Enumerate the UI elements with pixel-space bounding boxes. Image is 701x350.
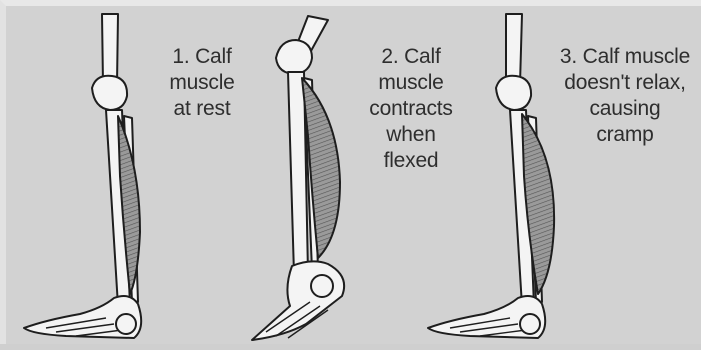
caption-calf-cramp: 3. Calf muscle doesn't relax, causing cr… xyxy=(542,44,701,148)
leg-3-femur xyxy=(506,14,522,84)
caption-calf-at-rest: 1. Calf muscle at rest xyxy=(146,44,258,122)
leg-1-knee xyxy=(92,76,127,110)
leg-2-contracted xyxy=(252,16,344,340)
caption-calf-contracts: 2. Calf muscle contracts when flexed xyxy=(348,44,474,174)
leg-2-knee xyxy=(276,40,312,74)
leg-2-foot xyxy=(252,261,344,340)
leg-1-femur xyxy=(102,14,118,84)
leg-3-knee xyxy=(496,76,531,110)
leg-1-at-rest xyxy=(24,14,141,338)
